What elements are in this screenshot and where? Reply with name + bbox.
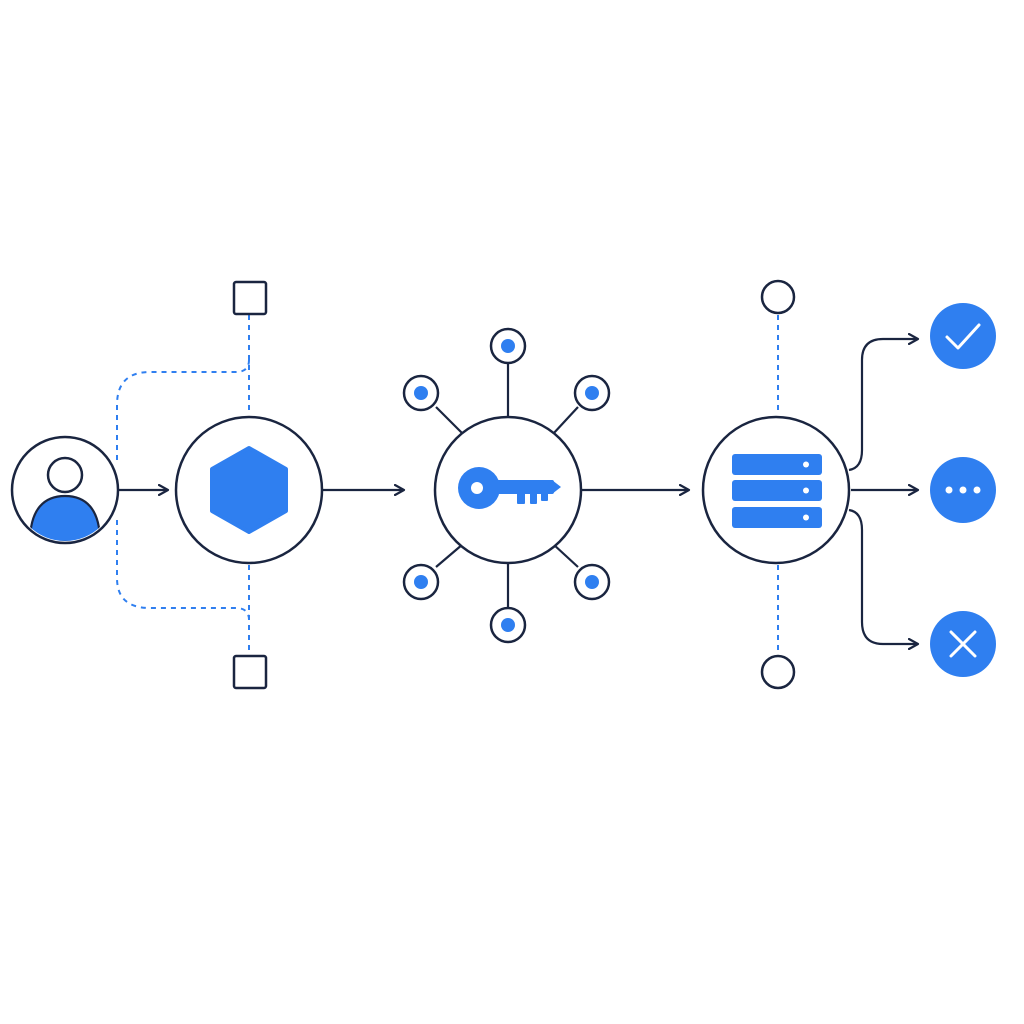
circle-terminal-top: [760, 279, 796, 315]
satellite-node-upper-left: [402, 374, 440, 412]
check-icon: [945, 323, 981, 350]
server-node: [701, 415, 851, 565]
square-terminal-top: [232, 280, 268, 316]
server-stack-icon: [732, 454, 822, 528]
user-icon-head: [46, 456, 84, 494]
hexagon-node: [174, 415, 324, 565]
satellite-node-upper-right: [573, 374, 611, 412]
satellite-node-top: [489, 327, 527, 365]
server-rack-middle: [732, 480, 822, 501]
branch-arrow-success: [848, 339, 918, 472]
branch-arrow-failure: [848, 508, 918, 644]
satellite-node-lower-right: [573, 563, 611, 601]
key-node-spokes: [435, 364, 579, 608]
server-rack-top: [732, 454, 822, 475]
spoke-upper-right: [552, 406, 579, 435]
square-terminal-bottom: [232, 654, 268, 690]
key-icon: [458, 467, 561, 509]
key-node: [433, 415, 583, 565]
user-icon: [28, 456, 102, 541]
user-icon-body: [28, 494, 102, 541]
hexagon-icon: [210, 446, 288, 534]
satellite-node-bottom: [489, 606, 527, 644]
user-node: [10, 435, 120, 545]
spoke-upper-left: [435, 406, 464, 435]
server-rack-bottom: [732, 507, 822, 528]
close-icon: [949, 630, 977, 658]
circle-terminal-bottom: [760, 654, 796, 690]
ellipsis-icon: [945, 486, 981, 494]
outcome-success: [930, 303, 996, 369]
outcome-pending: [930, 457, 996, 523]
outcome-failure: [930, 611, 996, 677]
satellite-node-lower-left: [402, 563, 440, 601]
spoke-lower-left: [435, 543, 464, 568]
spoke-lower-right: [552, 543, 579, 568]
